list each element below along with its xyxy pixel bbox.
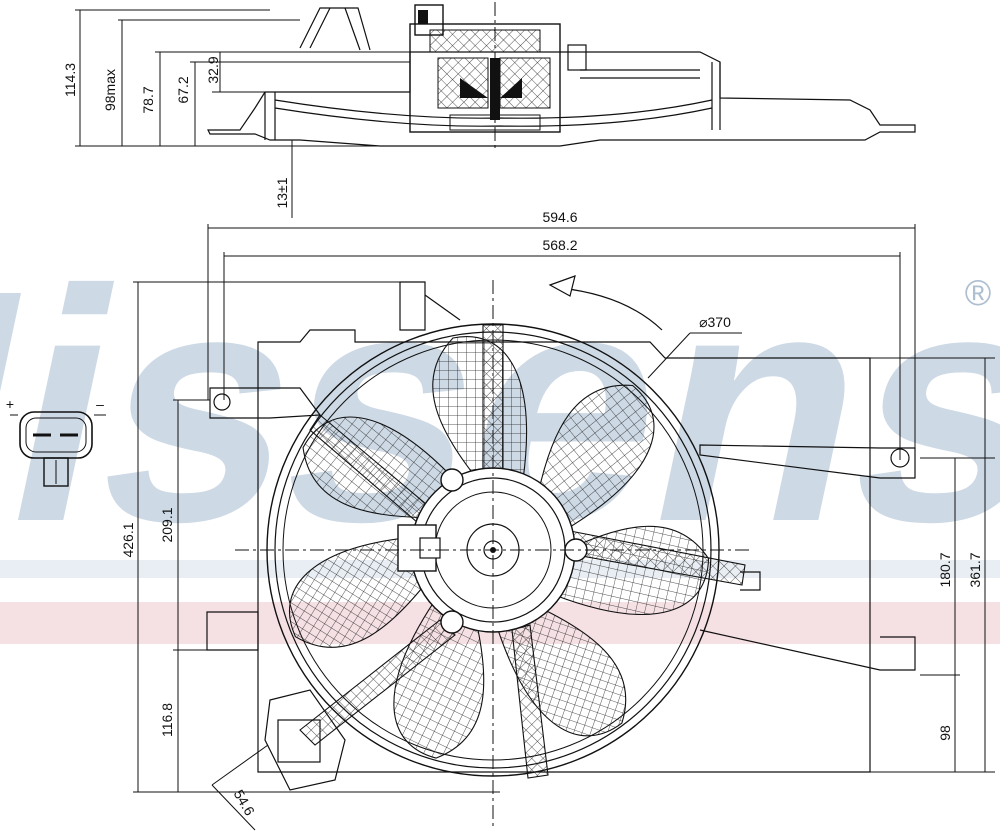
dim-height-b: 67.2 <box>175 76 191 103</box>
dim-right-mid: 180.7 <box>937 552 953 587</box>
side-view-dimension-lines <box>75 9 410 218</box>
dim-center-height: 209.1 <box>159 507 175 542</box>
dim-max-height: 98max <box>102 69 118 111</box>
connector-minus-label: – <box>96 396 104 412</box>
front-view-centerlines <box>235 280 750 830</box>
dim-fan-diameter: ⌀370 <box>699 314 731 330</box>
dim-overall-height-side: 114.3 <box>62 63 78 97</box>
dim-bracket-height: 116.8 <box>159 703 175 737</box>
dim-right-low: 98 <box>937 725 953 741</box>
connector-detail: + – <box>6 396 106 487</box>
connector-plus-label: + <box>6 396 14 412</box>
side-view-motor <box>409 4 587 133</box>
dim-height-c: 32.9 <box>205 56 221 83</box>
mount-hole-left <box>213 393 231 411</box>
rotation-arrow <box>548 275 663 331</box>
side-view-housing <box>207 7 916 147</box>
fan-blade-2 <box>537 384 655 530</box>
dim-connector-size: 54.6 <box>231 787 259 819</box>
dim-offset: 13±1 <box>274 177 290 208</box>
hub-bolt-top <box>440 468 464 492</box>
fan-blade-6 <box>288 535 429 648</box>
dim-outer-width: 594.6 <box>542 209 577 225</box>
dim-height-a: 78.7 <box>140 86 156 113</box>
dim-right-height: 361.7 <box>967 552 983 587</box>
side-view: 114.3 98max 78.7 67.2 32.9 13±1 <box>62 2 916 218</box>
support-struts <box>299 324 746 779</box>
dim-mount-width: 568.2 <box>542 237 577 253</box>
hub-bolt-bottom <box>440 610 464 634</box>
dim-overall-height: 426.1 <box>120 522 136 557</box>
front-view-dimension-lines <box>133 224 995 831</box>
front-view: 594.6 568.2 ⌀370 426.1 209.1 116.8 180.7… <box>120 209 995 831</box>
registered-mark: ® <box>965 272 992 313</box>
